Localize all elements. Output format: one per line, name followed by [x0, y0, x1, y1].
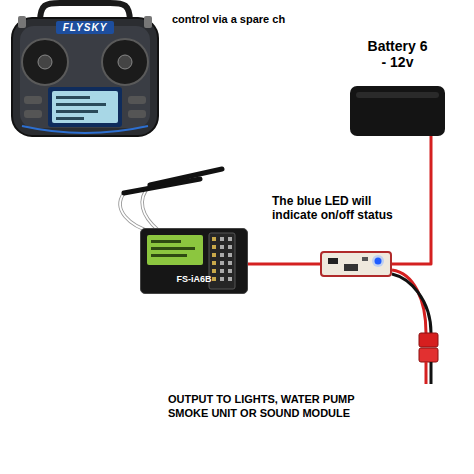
label-text: control via a spare ch — [172, 12, 322, 26]
wire — [392, 136, 431, 264]
label-text: OUTPUT TO LIGHTS, WATER PUMP SMOKE UNIT … — [168, 392, 378, 421]
receiver-antennas — [120, 169, 222, 232]
receiver-box: FS-iA6B — [140, 228, 248, 294]
control-note: control via a spare ch — [172, 12, 322, 26]
output-lead — [392, 270, 438, 384]
output-note: OUTPUT TO LIGHTS, WATER PUMP SMOKE UNIT … — [168, 392, 378, 421]
node-text: Battery 6 - 12v — [365, 38, 431, 70]
wire — [248, 263, 320, 266]
node-text: FLYSKY — [56, 21, 114, 34]
switch-module: The blue LED will indicate on/off status — [320, 250, 392, 278]
switch-board — [320, 250, 392, 278]
transmitter-drawing — [12, 3, 158, 136]
battery-face — [350, 86, 445, 136]
transmitter: FLYSKY — [10, 4, 160, 136]
node-text: FS-iA6B — [141, 229, 247, 284]
battery-pack: Battery 6 - 12v — [350, 86, 445, 136]
node-text: The blue LED will indicate on/off status — [272, 194, 402, 222]
